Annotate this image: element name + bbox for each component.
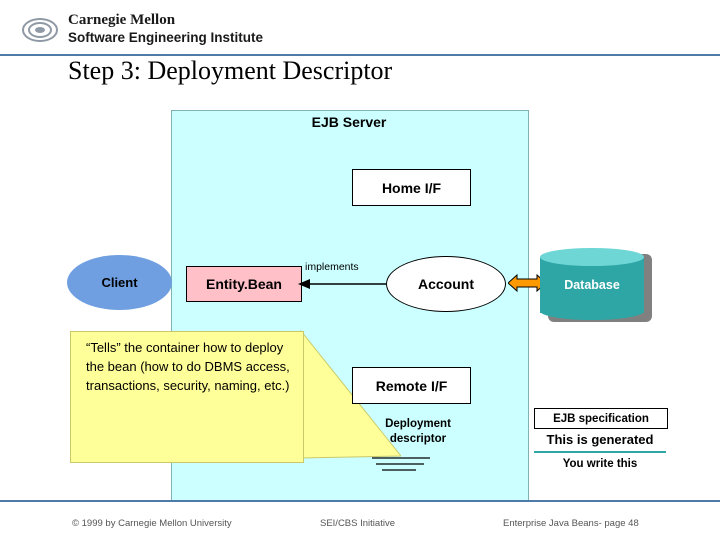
remote-interface-box: Remote I/F [352, 367, 471, 404]
cmu-sei-swirl-logo-icon [22, 14, 58, 46]
deployment-descriptor-label: Deployment descriptor [363, 417, 473, 447]
database-label: Database [564, 278, 620, 292]
header-divider [0, 54, 720, 56]
deployment-descriptor-document-icon [372, 455, 432, 475]
ejb-server-label: EJB Server [311, 114, 387, 130]
footer-copyright: © 1999 by Carnegie Mellon University [72, 518, 232, 529]
client-node: Client [67, 255, 172, 310]
database-cylinder-top [540, 248, 644, 266]
database-cylinder-body [540, 257, 644, 313]
database-node: Database [540, 248, 644, 320]
entity-bean-box: Entity.Bean [186, 266, 302, 302]
implements-arrow-icon [298, 276, 388, 292]
footer-divider [0, 500, 720, 502]
legend-you-write-this: You write this [562, 458, 638, 470]
footer-page: Enterprise Java Beans- page 48 [503, 518, 639, 529]
page-title: Step 3: Deployment Descriptor [68, 56, 393, 85]
deployment-descriptor-line2: descriptor [389, 433, 447, 445]
header-logo: Carnegie Mellon Software Engineering Ins… [22, 12, 272, 50]
home-interface-box: Home I/F [352, 169, 471, 206]
legend-ejb-specification: EJB specification [534, 408, 668, 429]
legend-generated-underline [534, 451, 666, 453]
legend-generated: This is generated [546, 432, 654, 447]
logo-text-sei: Software Engineering Institute [68, 30, 264, 45]
deployment-descriptor-line1: Deployment [385, 418, 451, 430]
callout-box [70, 331, 304, 463]
implements-label: implements [305, 261, 359, 273]
logo-text-carnegie-mellon: Carnegie Mellon [68, 12, 176, 28]
account-node: Account [386, 256, 506, 312]
callout-text: “Tells” the container how to deploy the … [86, 340, 290, 393]
footer-initiative: SEI/CBS Initiative [320, 518, 395, 529]
